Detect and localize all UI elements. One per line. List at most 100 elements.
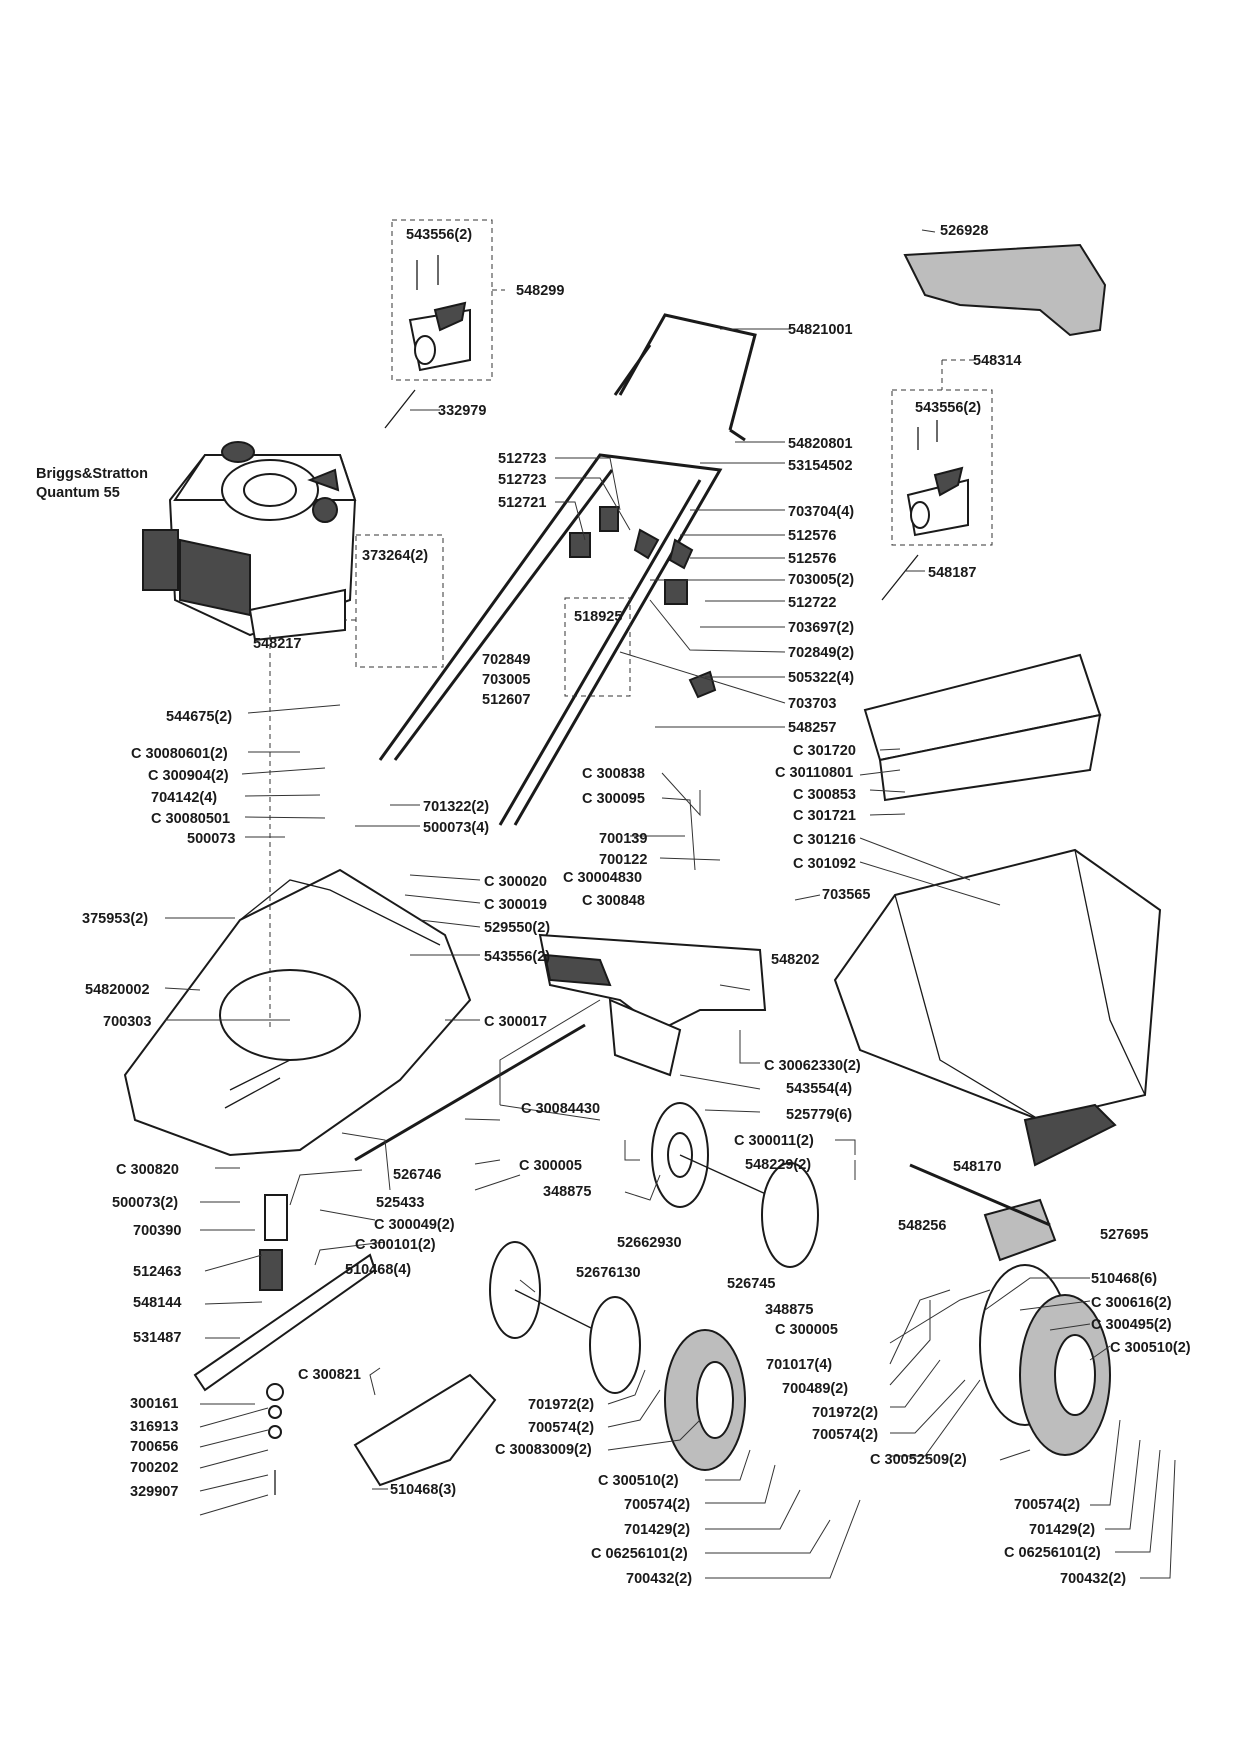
label-526746: 526746 <box>393 1167 441 1183</box>
label-C300005b: C 300005 <box>775 1322 838 1338</box>
label-348875a: 348875 <box>543 1184 591 1200</box>
label-543556-right: 543556(2) <box>915 400 981 416</box>
label-C300616: C 300616(2) <box>1091 1295 1172 1311</box>
label-526745: 526745 <box>727 1276 775 1292</box>
label-700202: 700202 <box>130 1460 178 1476</box>
engine-label-line1: Briggs&Stratton <box>36 466 148 482</box>
label-548314: 548314 <box>973 353 1021 369</box>
label-512723a: 512723 <box>498 451 546 467</box>
label-700574-b: 700574(2) <box>624 1497 690 1513</box>
label-700489: 700489(2) <box>782 1381 848 1397</box>
front-axle <box>489 1241 641 1394</box>
label-53154502: 53154502 <box>788 458 853 474</box>
label-700139: 700139 <box>599 831 647 847</box>
label-700574-r: 700574(2) <box>812 1427 878 1443</box>
label-52662930: 52662930 <box>617 1235 682 1251</box>
label-C30004830: C 30004830 <box>563 870 642 886</box>
label-512722: 512722 <box>788 595 836 611</box>
label-C300848: C 300848 <box>582 893 645 909</box>
label-510468-6: 510468(6) <box>1091 1271 1157 1287</box>
grass-box-lid <box>903 243 1107 337</box>
label-700574-l: 700574(2) <box>528 1420 594 1436</box>
label-510468-4: 510468(4) <box>345 1262 411 1278</box>
label-700432-br: 700432(2) <box>1060 1571 1126 1587</box>
label-525433: 525433 <box>376 1195 424 1211</box>
label-C301721: C 301721 <box>793 808 856 824</box>
label-548170: 548170 <box>953 1159 1001 1175</box>
label-C30062330: C 30062330(2) <box>764 1058 861 1074</box>
label-701017: 701017(4) <box>766 1357 832 1373</box>
label-548257: 548257 <box>788 720 836 736</box>
label-C300011: C 300011(2) <box>734 1133 814 1149</box>
label-701322: 701322(2) <box>423 799 489 815</box>
label-C300019: C 300019 <box>484 897 547 913</box>
label-548202: 548202 <box>771 952 819 968</box>
label-700303: 700303 <box>103 1014 151 1030</box>
wheel-rear <box>979 1264 1111 1456</box>
engine-drawing <box>142 441 357 642</box>
label-702849-2: 702849(2) <box>788 645 854 661</box>
label-C300510-b: C 300510(2) <box>598 1473 679 1489</box>
label-C30084430: C 30084430 <box>521 1101 600 1117</box>
label-505322: 505322(4) <box>788 670 854 686</box>
label-54820801: 54820801 <box>788 436 853 452</box>
handle-lower <box>378 453 723 826</box>
label-529550: 529550(2) <box>484 920 550 936</box>
label-512723b: 512723 <box>498 472 546 488</box>
label-548229: 548229(2) <box>745 1157 811 1173</box>
label-54821001: 54821001 <box>788 322 853 338</box>
label-C06256101-br: C 06256101(2) <box>1004 1545 1101 1561</box>
label-548299: 548299 <box>516 283 564 299</box>
label-C300101: C 300101(2) <box>355 1237 436 1253</box>
label-703565: 703565 <box>822 887 870 903</box>
label-300161: 300161 <box>130 1396 178 1412</box>
gearbox <box>909 1103 1117 1262</box>
label-348875b: 348875 <box>765 1302 813 1318</box>
blade <box>193 1194 377 1495</box>
label-701429-br: 701429(2) <box>1029 1522 1095 1538</box>
label-548187: 548187 <box>928 565 976 581</box>
label-543556-mid: 543556(2) <box>484 949 550 965</box>
label-52676130: 52676130 <box>576 1265 641 1281</box>
label-332979: 332979 <box>438 403 486 419</box>
label-375953: 375953(2) <box>82 911 148 927</box>
rear-flap <box>538 933 767 1077</box>
wheel-front <box>664 1329 746 1471</box>
label-510468-3: 510468(3) <box>390 1482 456 1498</box>
label-C301092: C 301092 <box>793 856 856 872</box>
label-548256: 548256 <box>898 1218 946 1234</box>
label-543554: 543554(4) <box>786 1081 852 1097</box>
spring <box>224 1077 281 1109</box>
label-518925: 518925 <box>574 609 622 625</box>
handle-upper <box>613 313 757 442</box>
label-329907: 329907 <box>130 1484 178 1500</box>
label-C300017: C 300017 <box>484 1014 547 1030</box>
label-704142: 704142(4) <box>151 790 217 806</box>
label-701972-r: 701972(2) <box>812 1405 878 1421</box>
label-C30052509: C 30052509(2) <box>870 1452 967 1468</box>
label-C300005a: C 300005 <box>519 1158 582 1174</box>
label-C300853: C 300853 <box>793 787 856 803</box>
label-525779: 525779(6) <box>786 1107 852 1123</box>
mower-deck <box>123 868 472 1157</box>
axle-rod <box>354 1023 586 1162</box>
label-C300495: C 300495(2) <box>1091 1317 1172 1333</box>
label-316913: 316913 <box>130 1419 178 1435</box>
leader-lines <box>164 229 1176 1579</box>
label-C30110801: C 30110801 <box>775 765 853 781</box>
label-C300821: C 300821 <box>298 1367 361 1383</box>
label-527695: 527695 <box>1100 1227 1148 1243</box>
label-C300904: C 300904(2) <box>148 768 229 784</box>
label-700432-b: 700432(2) <box>626 1571 692 1587</box>
label-C30083009: C 30083009(2) <box>495 1442 592 1458</box>
label-C30080601: C 30080601(2) <box>131 746 228 762</box>
label-C300049: C 300049(2) <box>374 1217 455 1233</box>
label-700574-br: 700574(2) <box>1014 1497 1080 1513</box>
label-548144: 548144 <box>133 1295 181 1311</box>
label-702849: 702849 <box>482 652 530 668</box>
label-548217: 548217 <box>253 636 301 652</box>
label-703703: 703703 <box>788 696 836 712</box>
group-boxes <box>269 219 993 1030</box>
label-701429-b: 701429(2) <box>624 1522 690 1538</box>
